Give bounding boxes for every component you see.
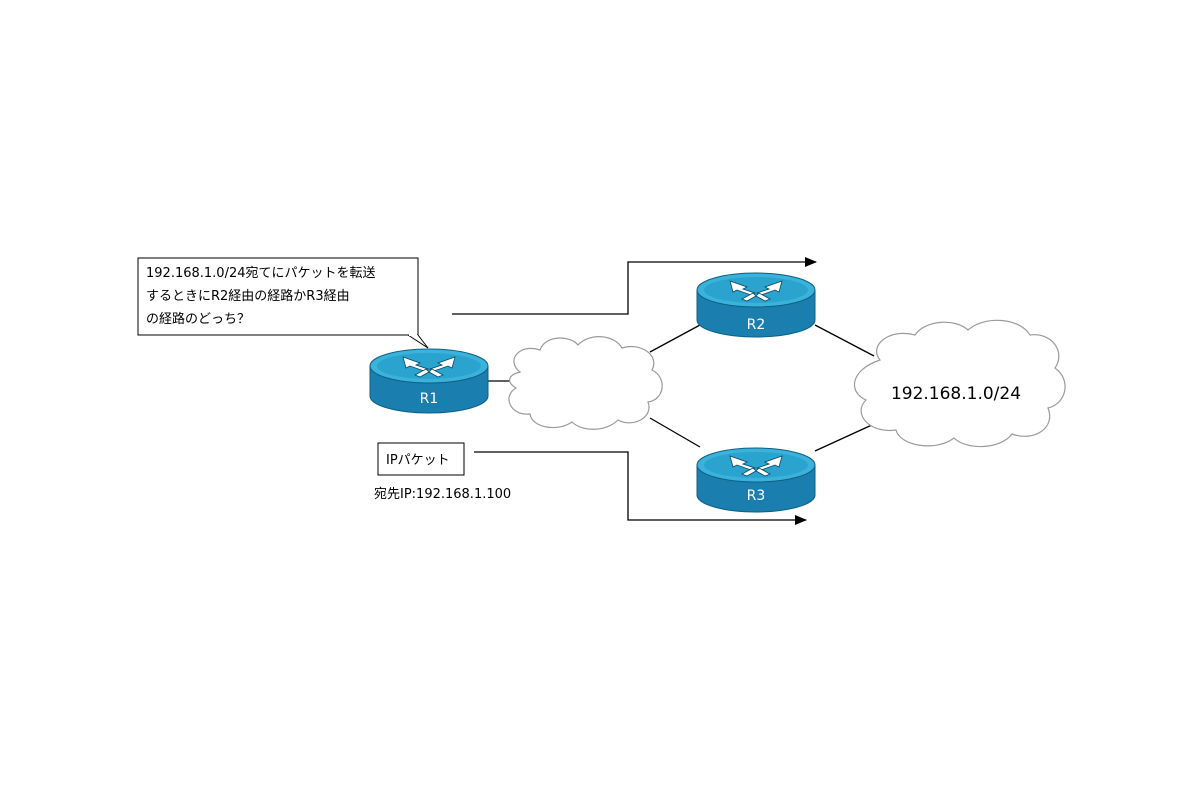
links	[484, 324, 875, 452]
ip-packet-label: IPパケット	[386, 453, 450, 468]
router-r1-label: R1	[420, 391, 439, 407]
link-r2-dest	[814, 324, 875, 357]
callout-line-3: の経路のどっち？	[146, 311, 250, 327]
router-r1: R1	[369, 348, 489, 414]
router-r2: R2	[696, 272, 816, 338]
link-cloud-r3	[649, 417, 701, 448]
router-r3-label: R3	[747, 488, 766, 504]
callout-line-2: するときにR2経由の経路かR3経由	[146, 288, 350, 304]
path-arrow-via-r3	[474, 451, 807, 525]
link-cloud-r2	[649, 324, 701, 353]
path-arrow-via-r2	[452, 257, 817, 315]
link-r3-dest	[814, 423, 875, 452]
ip-packet: IPパケット	[377, 442, 465, 476]
router-r2-label: R2	[747, 317, 766, 333]
callout-line-1: 192.168.1.0/24宛てにパケットを転送	[146, 266, 376, 281]
packet-destination-ip: 宛先IP:192.168.1.100	[374, 487, 511, 502]
router-r3: R3	[696, 447, 816, 513]
transit-cloud	[508, 336, 663, 430]
destination-cloud: 192.168.1.0/24	[853, 319, 1066, 448]
question-callout: 192.168.1.0/24宛てにパケットを転送 するときにR2経由の経路かR3…	[137, 257, 429, 349]
destination-network-label: 192.168.1.0/24	[891, 384, 1021, 404]
